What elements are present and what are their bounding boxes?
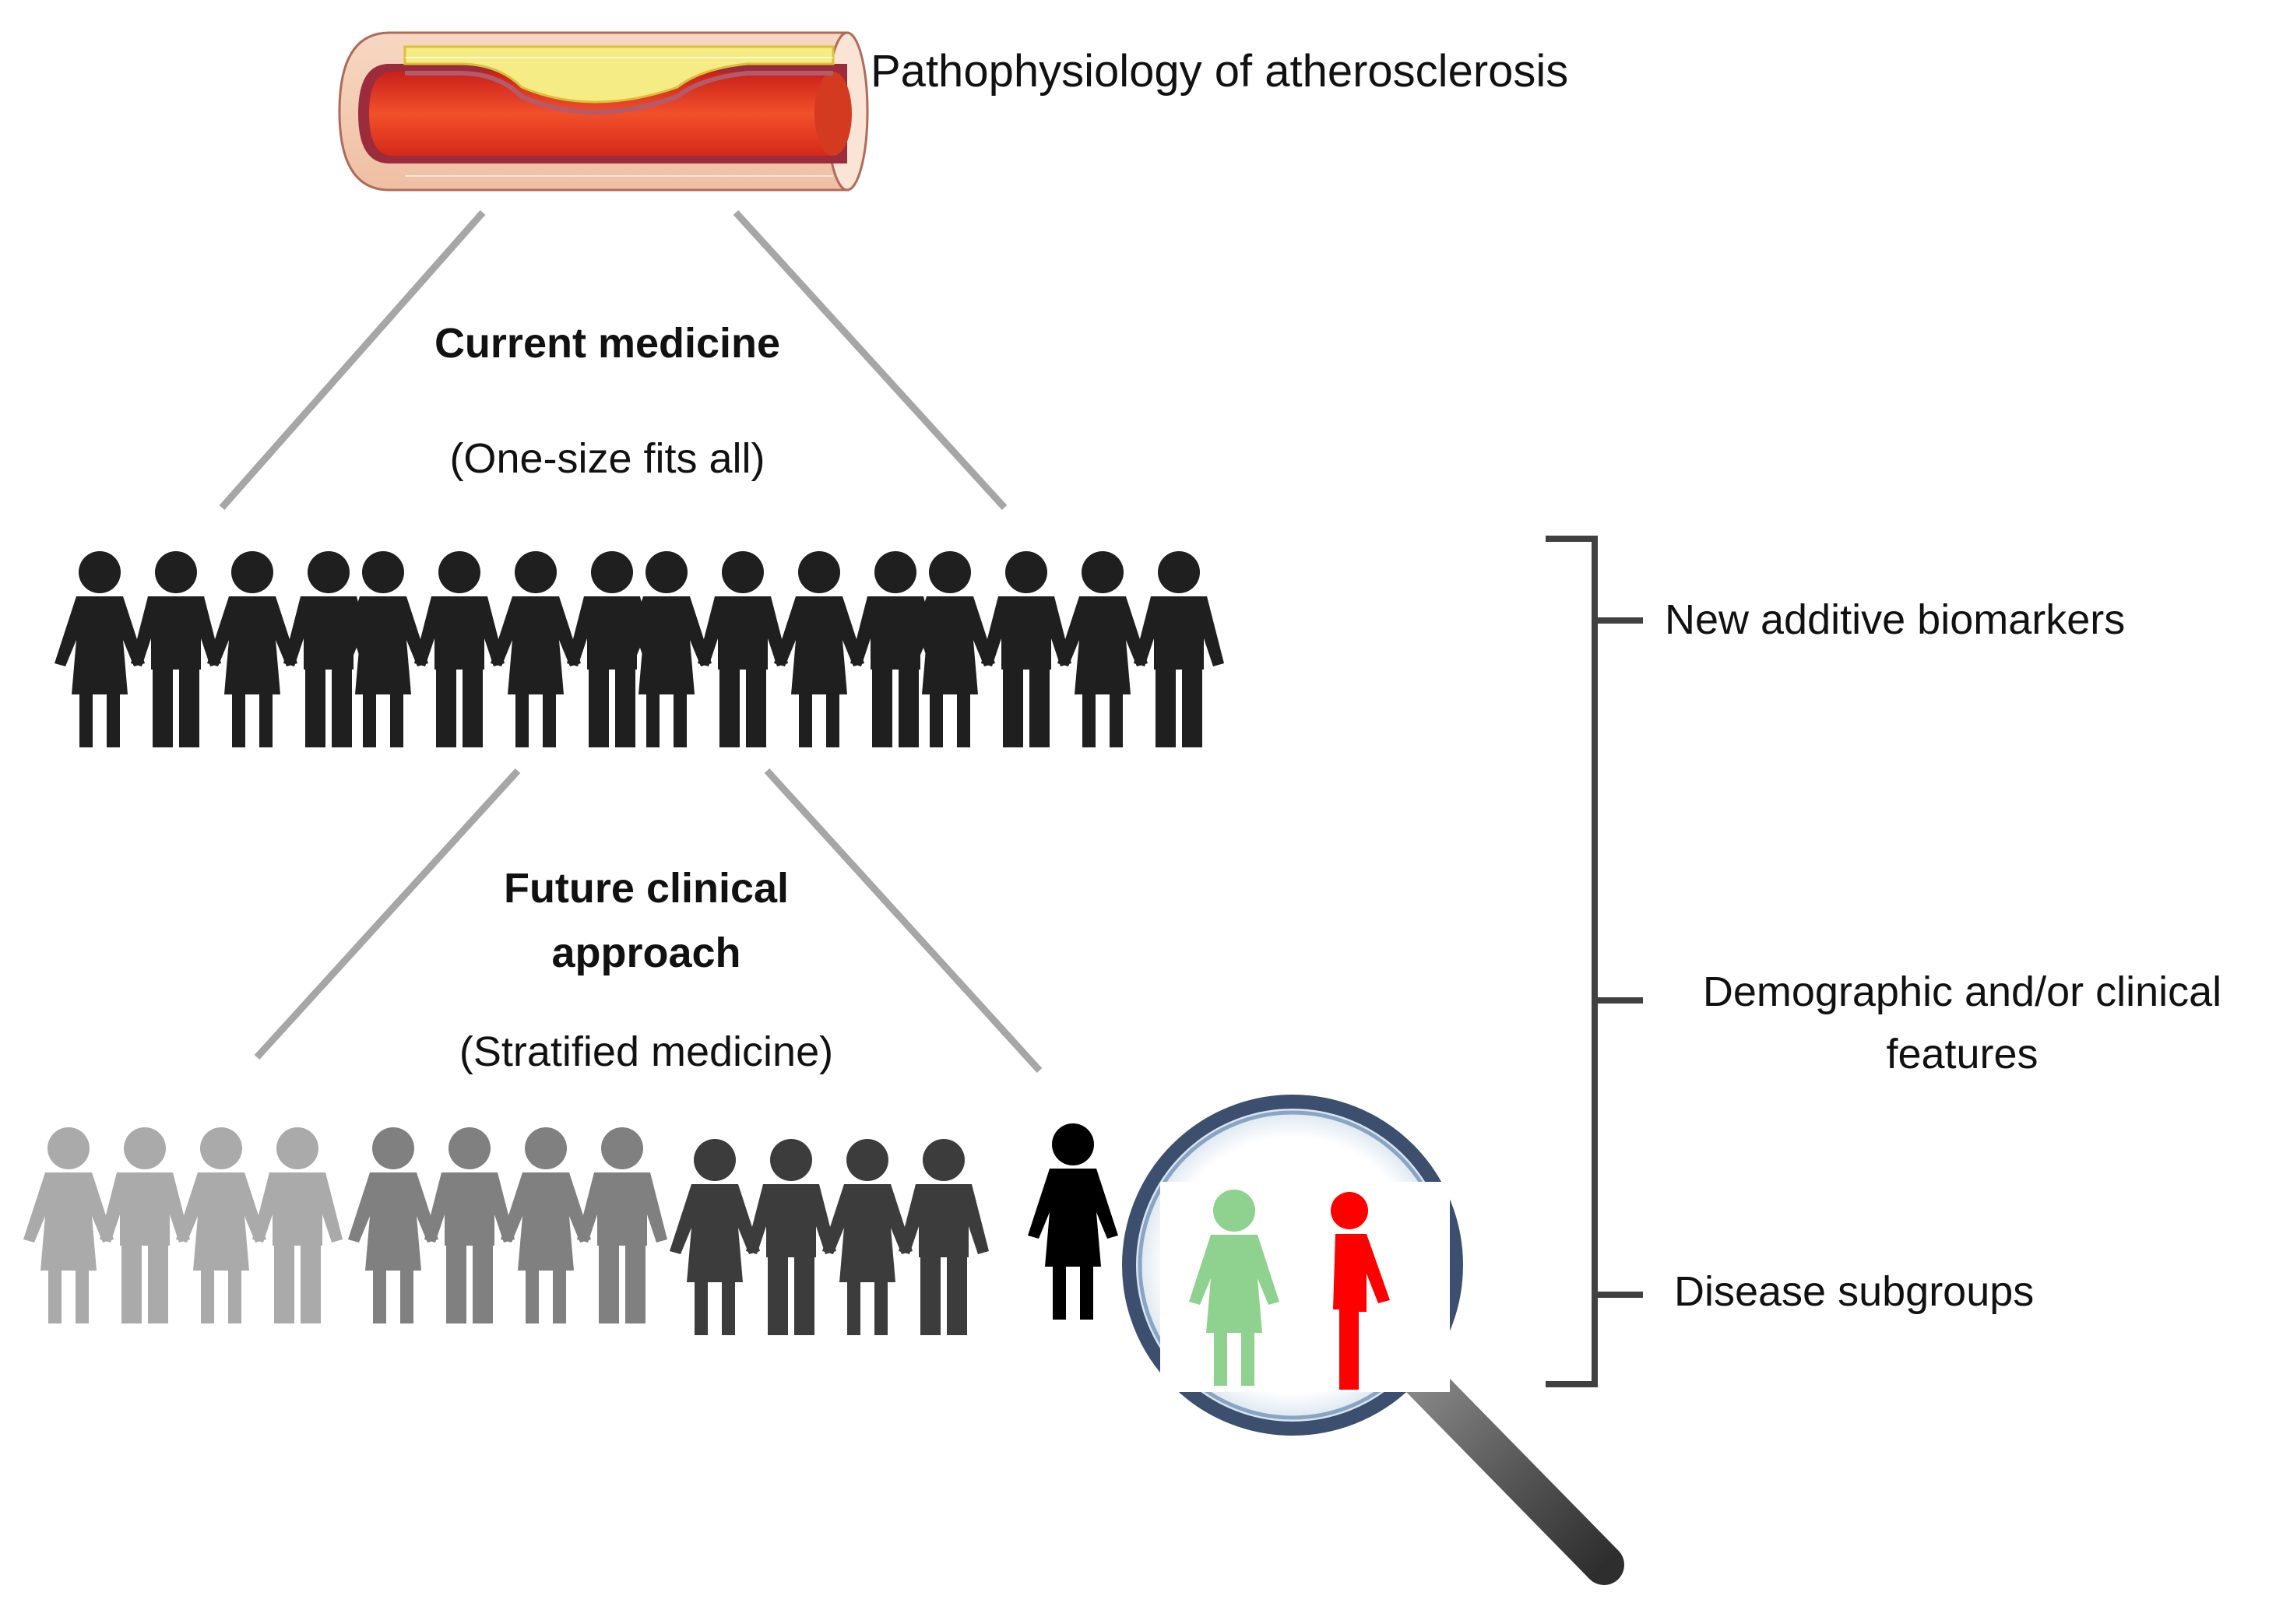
artery-illustration: [338, 31, 869, 192]
future-approach-heading-line2: approach: [551, 930, 741, 976]
page-title: Pathophysiology of atherosclerosis: [871, 46, 1569, 97]
factor-label-biomarkers: New additive biomarkers: [1665, 596, 2126, 643]
male-person-icon: [1331, 1192, 1390, 1390]
future-approach-subheading: (Stratified medicine): [459, 1028, 834, 1075]
current-medicine-heading: Current medicine: [434, 320, 781, 367]
stratified-group-light: [23, 1127, 343, 1323]
people-group-2: [338, 551, 657, 747]
future-right-line: [764, 768, 1043, 1074]
partial-person: [1028, 1123, 1118, 1320]
stratified-group-mid: [348, 1127, 667, 1323]
factor-label-demographic-line1: Demographic and/or clinical: [1702, 968, 2222, 1015]
factor-label-demographic-line2: features: [1886, 1031, 2038, 1077]
population-crowd: [55, 551, 1224, 747]
current-left-line: [219, 210, 486, 510]
current-medicine-subheading: (One-size fits all): [449, 435, 765, 482]
magnifying-glass-icon: [1122, 1095, 1624, 1585]
people-group-1: [55, 551, 374, 747]
future-left-line: [254, 768, 521, 1060]
current-right-line: [733, 209, 1008, 511]
bracket: [1546, 536, 1643, 1387]
connector-lines: [219, 209, 1043, 1074]
future-approach-heading-line1: Future clinical: [503, 865, 790, 912]
stratified-group-dark: [670, 1139, 989, 1335]
people-group-3: [621, 551, 941, 747]
people-group-4: [905, 551, 1224, 747]
factor-label-subgroups: Disease subgroups: [1674, 1268, 2035, 1315]
